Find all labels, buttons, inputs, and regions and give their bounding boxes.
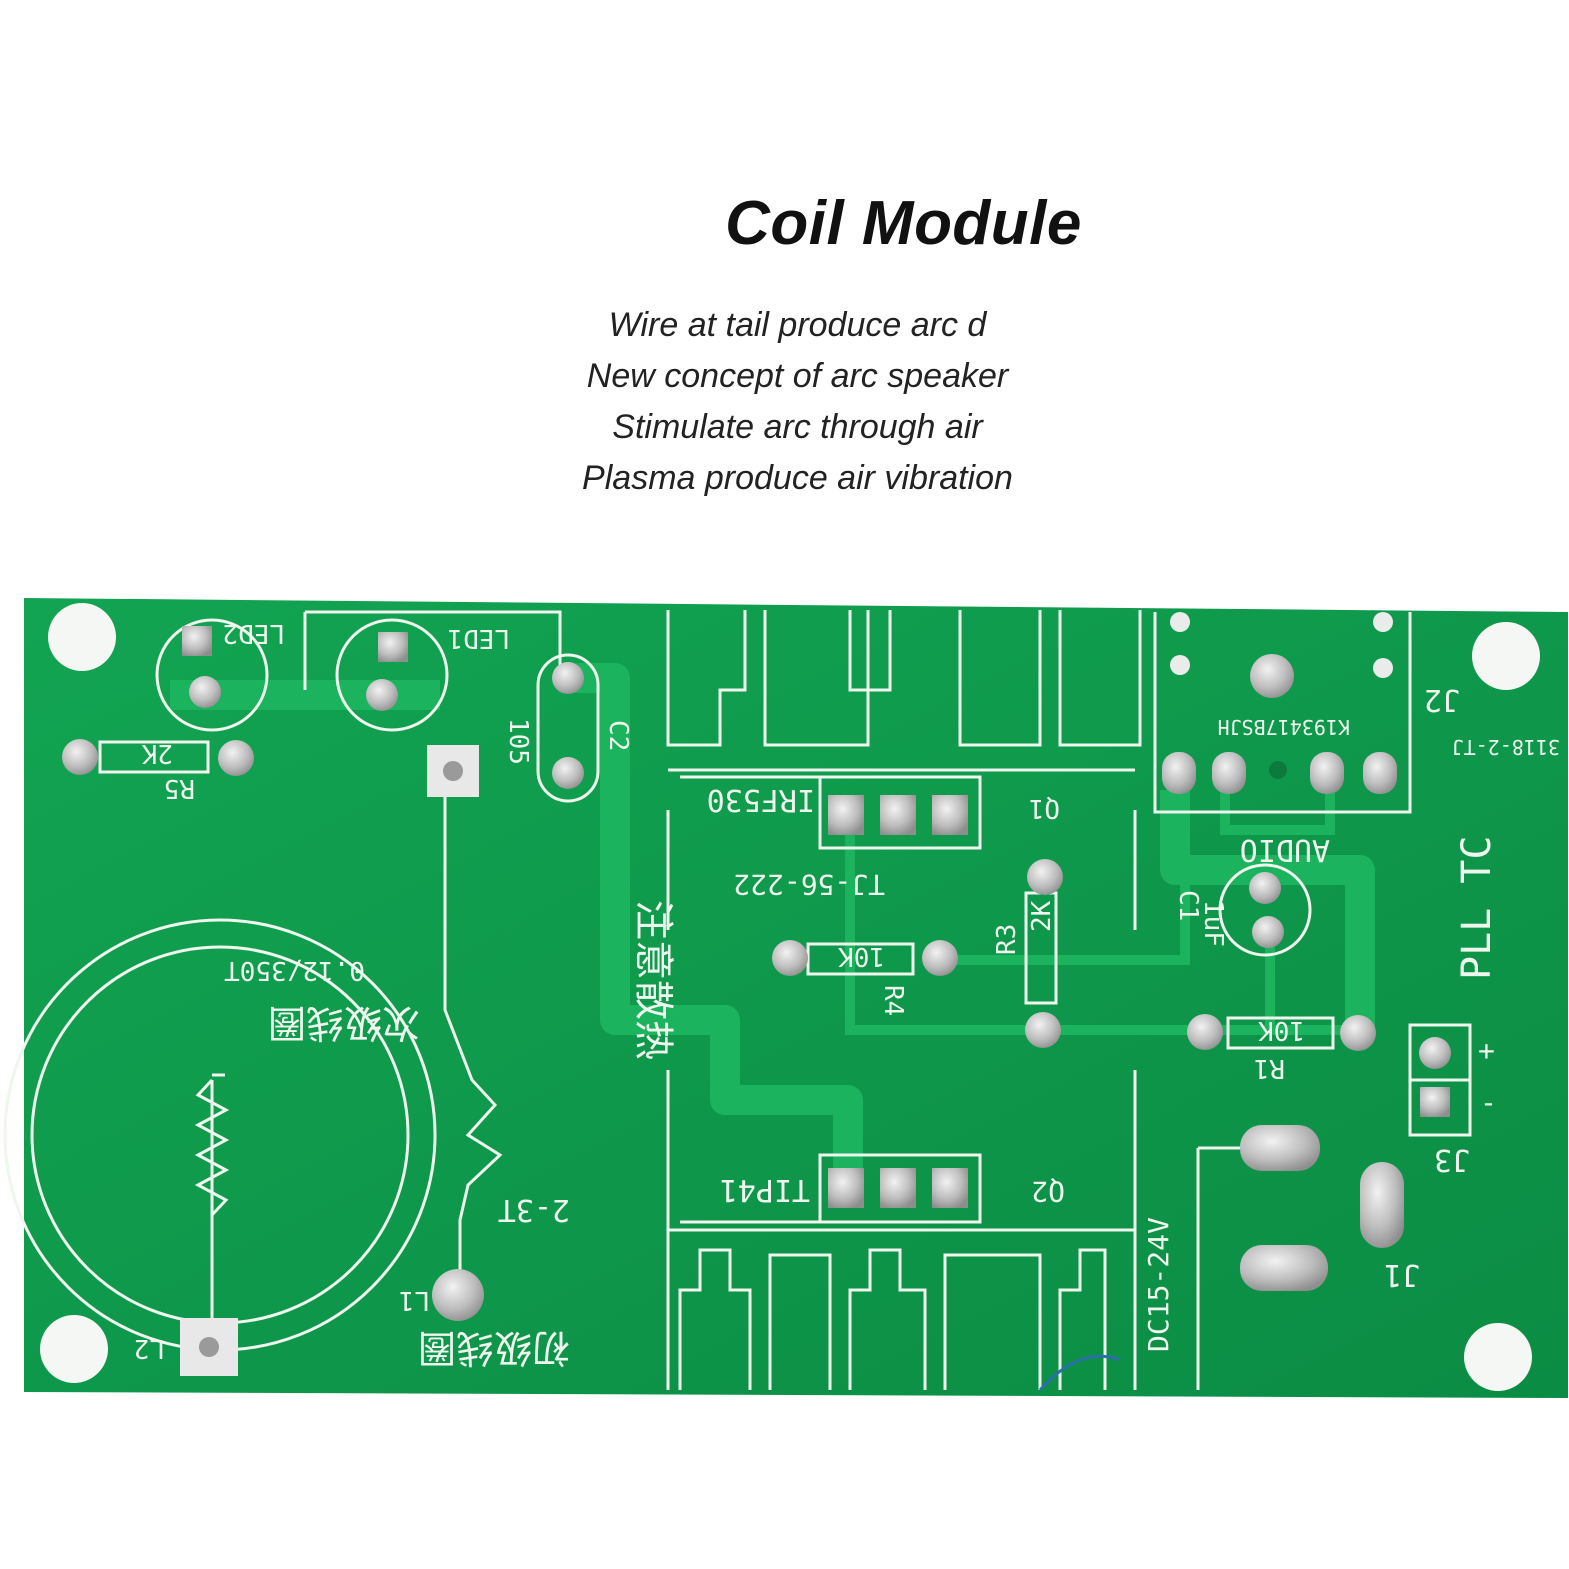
- label-l2: L2: [134, 1333, 165, 1363]
- feature-line: Plasma produce air vibration: [582, 459, 1013, 497]
- label-j3-minus: -: [1480, 1086, 1497, 1119]
- label-j3: J3: [1434, 1142, 1470, 1177]
- label-primary-coil: 初级线圈: [418, 1326, 570, 1370]
- label-heatsink-part: TJ-56-222: [733, 868, 885, 901]
- label-r3: R3: [992, 924, 1022, 955]
- label-l1-turns: 2-3T: [498, 1192, 570, 1227]
- label-c1: C1: [1173, 890, 1203, 921]
- label-audio: AUDIO: [1240, 832, 1330, 867]
- label-c2-value: 105: [503, 718, 533, 765]
- label-led2: LED2: [222, 618, 285, 648]
- label-brand: PLL TC: [1454, 836, 1500, 981]
- page-title: Coil Module: [725, 189, 1082, 258]
- label-r3-value: 2K: [1027, 900, 1057, 932]
- label-j2-part: 3118-2-TJ: [1452, 735, 1560, 759]
- silkscreen-outlines: [3, 610, 1472, 1390]
- label-l1: L1: [399, 1285, 430, 1315]
- label-r4-value: 10K: [838, 941, 885, 971]
- solder-pads: [62, 612, 1451, 1376]
- label-heat-note: 注意散热: [630, 900, 676, 1060]
- label-j2: J2: [1424, 682, 1460, 717]
- label-r5: R5: [164, 773, 195, 803]
- label-j3-plus: +: [1478, 1034, 1495, 1067]
- label-secondary-coil: 次级线圈: [268, 1001, 420, 1045]
- label-q1: Q1: [1029, 793, 1060, 823]
- label-dc-input: DC15-24V: [1142, 1217, 1175, 1352]
- label-r1: R1: [1254, 1053, 1285, 1083]
- mounting-holes: [40, 603, 1540, 1391]
- feature-list: Wire at tail produce arc d New concept o…: [0, 300, 1569, 504]
- label-secondary-spec: 0.12/350T: [224, 955, 365, 985]
- label-q2: Q2: [1031, 1175, 1065, 1208]
- feature-line: Wire at tail produce arc d: [608, 306, 987, 344]
- feature-line: New concept of arc speaker: [586, 357, 1009, 395]
- stray-wire: [1038, 1354, 1121, 1391]
- label-q1-part: IRF530: [707, 782, 815, 817]
- label-r4: R4: [878, 985, 908, 1016]
- label-q2-part: TIP41: [720, 1172, 810, 1207]
- label-j1: J1: [1384, 1257, 1420, 1292]
- label-j2-code: K193417BSJH: [1218, 715, 1350, 739]
- label-r5-value: 2K: [141, 738, 173, 768]
- label-c1-value: 1uF: [1198, 900, 1228, 947]
- feature-line: Stimulate arc through air: [612, 408, 983, 446]
- label-c2: C2: [603, 720, 633, 751]
- label-led1: LED1: [447, 623, 510, 653]
- label-r1-value: 10K: [1258, 1015, 1305, 1045]
